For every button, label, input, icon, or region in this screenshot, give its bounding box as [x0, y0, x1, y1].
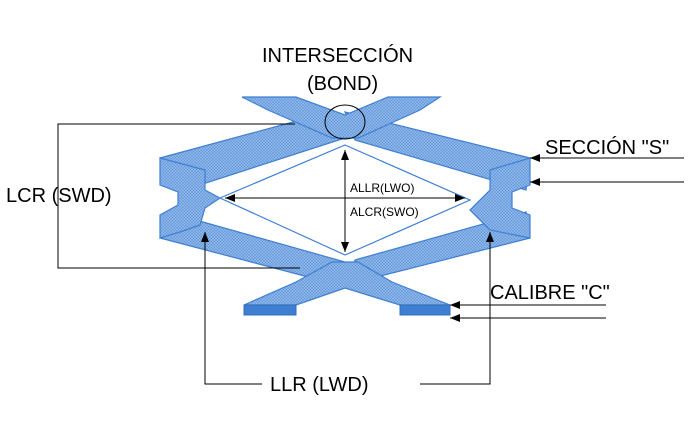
llr-arrow-right: [486, 232, 494, 242]
llr-label: LLR (LWD): [270, 374, 369, 396]
intersection-label: INTERSECCIÓN: [262, 45, 414, 67]
allr-arrow-up: [341, 150, 349, 160]
llr-arrow-left: [201, 232, 209, 242]
allr-arrow-down: [341, 242, 349, 252]
alcr-label: ALCR(SWO): [350, 205, 419, 219]
lcr-bracket: [57, 123, 300, 269]
bond-left: [159, 157, 222, 239]
alcr-arrow-left: [225, 194, 235, 202]
section-face-right: [399, 304, 451, 316]
bond-bottom: [243, 261, 451, 306]
section-arrow-bottom: [530, 178, 540, 186]
bond-right: [469, 157, 531, 239]
section-label: SECCIÓN "S": [545, 137, 670, 159]
llr-bracket-right: [420, 232, 491, 385]
section-face-left: [243, 304, 297, 316]
allr-label: ALLR(LWO): [350, 181, 415, 195]
bond-circle: [324, 104, 366, 140]
dimension-lines: [57, 123, 684, 385]
section-arrow-top: [530, 154, 540, 162]
bond-top: [241, 96, 443, 139]
calibre-arrow-bottom: [450, 314, 460, 322]
calibre-arrow-top: [450, 301, 460, 309]
llr-bracket-left: [204, 232, 262, 385]
calibre-label: CALIBRE "C": [490, 282, 610, 304]
lcr-label: LCR (SWD): [6, 185, 112, 207]
alcr-arrow-right: [455, 194, 465, 202]
arrowheads: [201, 150, 540, 322]
bond-label: (BOND): [307, 73, 379, 95]
